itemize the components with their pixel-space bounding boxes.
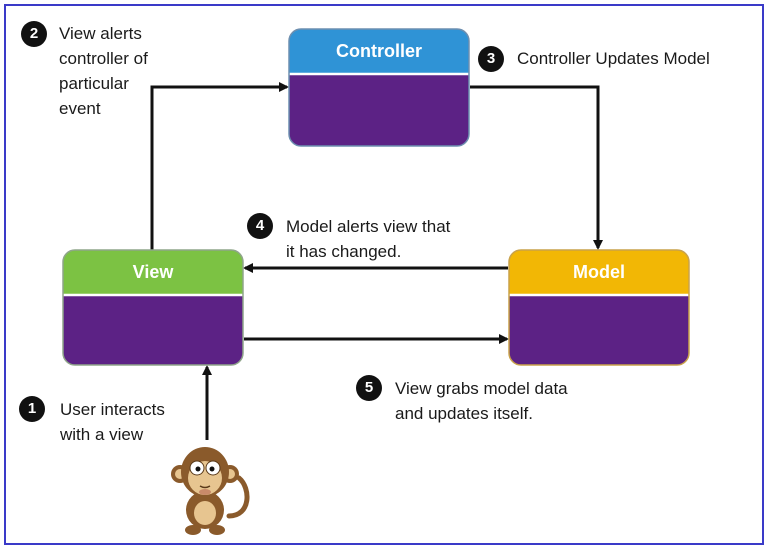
step-5-line-2: and updates itself. xyxy=(395,404,533,423)
step-2-line-2: controller of xyxy=(59,49,148,68)
controller-box xyxy=(289,29,469,146)
arrow-view-to-controller xyxy=(150,82,289,250)
model-title: Model xyxy=(573,262,625,282)
step-4-line-2: it has changed. xyxy=(286,242,402,261)
monkey-icon xyxy=(171,447,250,535)
step-1-line-1: User interacts xyxy=(60,400,165,419)
step-2-text: View alerts controller of particular eve… xyxy=(59,21,148,121)
view-header xyxy=(63,250,243,294)
view-title: View xyxy=(133,262,175,282)
step-2-line-4: event xyxy=(59,99,101,118)
step-2-line-3: particular xyxy=(59,74,129,93)
step-5-badge: 5 xyxy=(356,375,382,401)
step-4-badge: 4 xyxy=(247,213,273,239)
step-4-text: Model alerts view that it has changed. xyxy=(286,214,450,264)
step-1-badge: 1 xyxy=(19,396,45,422)
step-3-line-1: Controller Updates Model xyxy=(517,49,710,68)
step-1-text: User interacts with a view xyxy=(60,397,165,447)
step-5-line-1: View grabs model data xyxy=(395,379,568,398)
model-header xyxy=(509,250,689,294)
controller-title: Controller xyxy=(336,41,422,61)
step-1-line-2: with a view xyxy=(60,425,144,444)
arrow-controller-to-model xyxy=(470,85,603,250)
step-2-badge: 2 xyxy=(21,21,47,47)
model-box xyxy=(509,250,689,365)
step-4-line-1: Model alerts view that xyxy=(286,217,451,236)
step-5-text: View grabs model data and updates itself… xyxy=(395,376,568,426)
view-box xyxy=(63,250,243,365)
controller-header xyxy=(289,29,469,73)
step-3-text: Controller Updates Model xyxy=(517,46,710,71)
step-2-line-1: View alerts xyxy=(59,24,142,43)
step-3-badge: 3 xyxy=(478,46,504,72)
